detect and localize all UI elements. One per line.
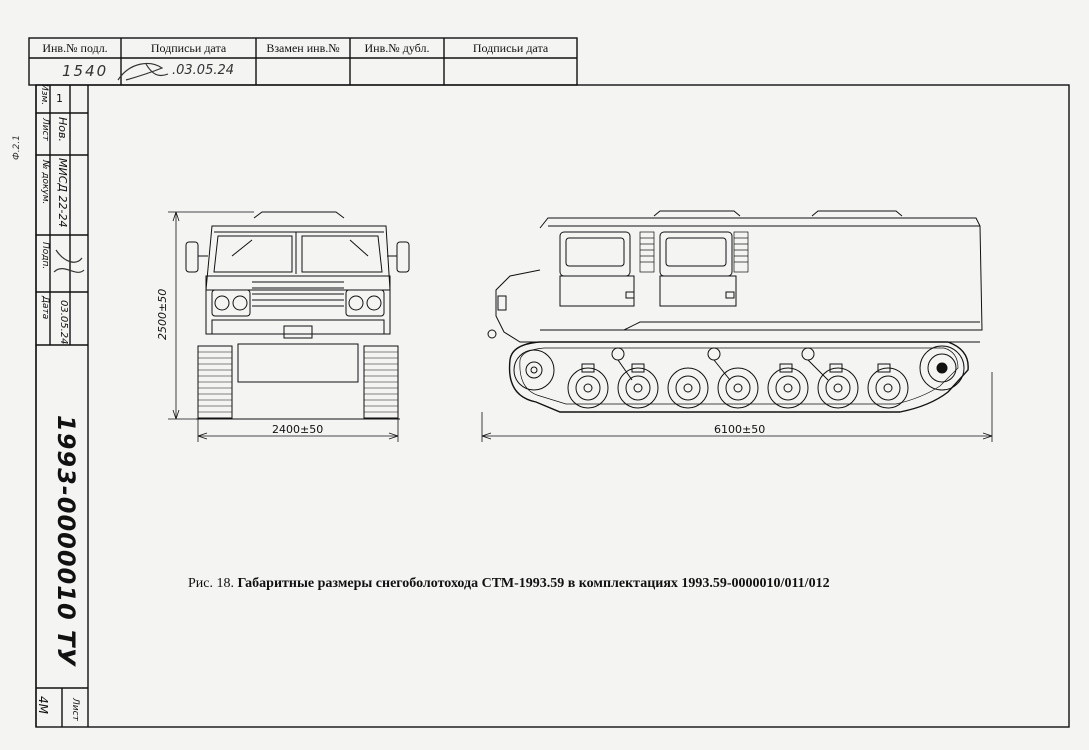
doc-value: МИСД 22-24 [56, 158, 69, 228]
list-value: Нов. [56, 117, 69, 142]
sheet-value: 4М [36, 696, 50, 714]
length-dimension-label: 6100±50 [714, 423, 766, 436]
side-view [487, 210, 983, 413]
width-dimension-label: 2400±50 [272, 423, 324, 436]
header-col-inv-dubl: Инв.№ дубл. [364, 40, 430, 55]
figure-caption: Рис. 18. Габаритные размеры снегоболотох… [188, 576, 830, 592]
caption-prefix: Рис. 18. [188, 576, 234, 591]
signature-stamp [53, 249, 85, 273]
data-value: 03.05.24 [58, 300, 69, 345]
side-dimensions [481, 372, 993, 442]
podp-label: Подп. [40, 242, 50, 270]
inv-number-value: 1540 [62, 62, 109, 80]
signature-header [117, 62, 169, 81]
sheet-label: Лист [70, 698, 80, 721]
format-label: Ф.2.1 [12, 135, 22, 160]
document-code: 1993-0000010 ТУ [52, 415, 80, 667]
header-col-inv-podl: Инв.№ подл. [42, 40, 108, 55]
front-view [185, 211, 410, 420]
front-dimensions [168, 211, 399, 442]
main-frame [35, 84, 1070, 728]
header-col-podpis-1: Подписьи дата [150, 40, 227, 55]
izm-value: 1 [56, 92, 63, 105]
izm-label: Изм. [39, 84, 49, 106]
caption-text: Габаритные размеры снегоболотохода СТМ-1… [237, 576, 830, 591]
header-col-podpis-2: Подписьи дата [472, 40, 549, 55]
header-date-value: .03.05.24 [172, 63, 235, 78]
list-label: Лист [40, 118, 50, 141]
height-dimension-label: 2500±50 [156, 288, 169, 340]
doc-label: № докум. [40, 160, 50, 205]
data-label: Дата [40, 296, 50, 320]
header-col-vzamen: Взамен инв.№ [266, 40, 340, 55]
